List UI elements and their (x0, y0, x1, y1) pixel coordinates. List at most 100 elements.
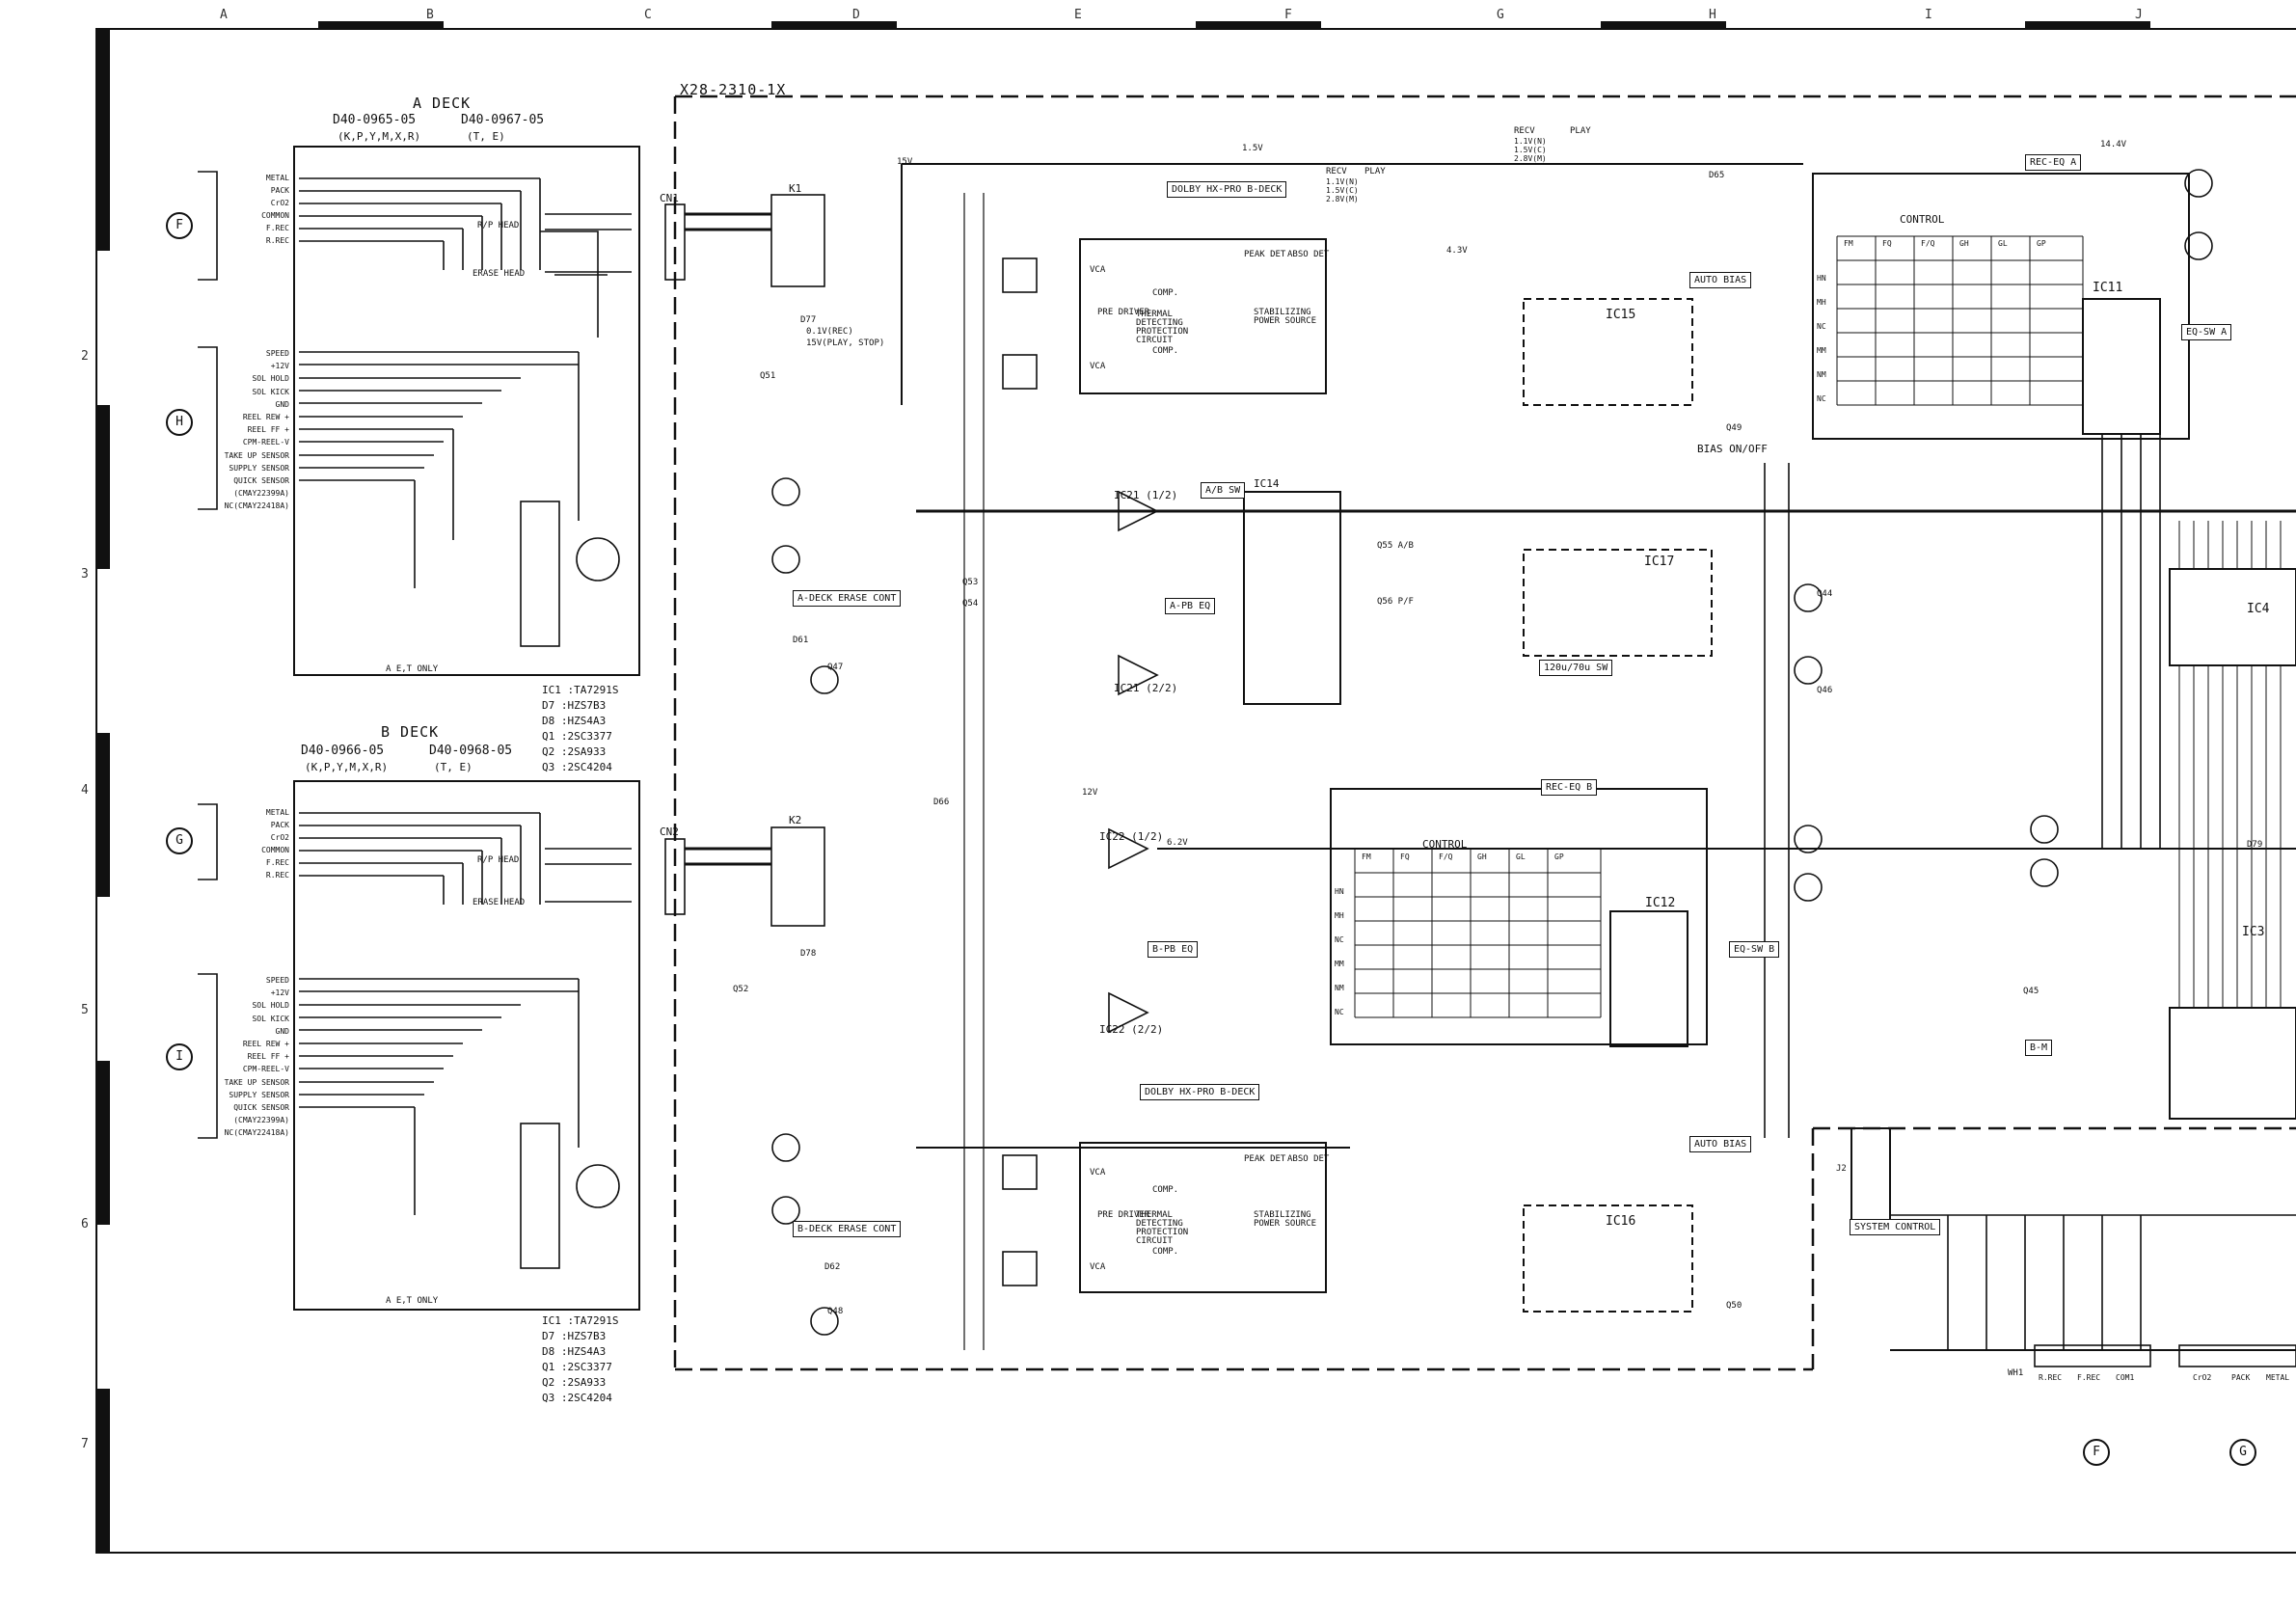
j2-ref: J2 (1836, 1164, 1847, 1174)
ab-sw-label: A/B SW (1201, 482, 1246, 499)
zone-letter: J (2135, 8, 2143, 22)
voltage-1-5v-a: 1.5V (1242, 144, 1263, 153)
q45-ref: Q45 (2023, 987, 2039, 996)
label: CrO2 (270, 833, 289, 842)
pin-label: R.REC (2039, 1373, 2063, 1382)
recv-label-a: RECV (1326, 167, 1347, 176)
d65-ref: D65 (1709, 171, 1725, 180)
label: COMMON (261, 846, 289, 854)
abso-det-a: ABSO DET (1287, 250, 1330, 259)
connector-circle-g-bottom: G (2229, 1439, 2256, 1466)
a-deck-part-2: D40-0967-05 (461, 113, 545, 127)
d78-ref: D78 (800, 949, 817, 959)
peak-det-a: PEAK DET (1244, 250, 1286, 259)
a-deck-left-labels: METAL PACK CrO2 COMMON F.REC R.REC (228, 172, 289, 247)
zone-number: 4 (81, 783, 89, 798)
b-deck-left-labels: METAL PACK CrO2 COMMON F.REC R.REC (228, 806, 289, 881)
label: CPM-REEL-V (242, 438, 289, 447)
q50-ref: Q50 (1726, 1301, 1742, 1311)
recv-value: 1.1V(N) (1326, 177, 1359, 186)
connector-circle-h: H (166, 409, 193, 436)
label: SUPPLY SENSOR (229, 463, 289, 473)
comp-a2: COMP. (1152, 346, 1179, 356)
ic16-ref: IC16 (1606, 1214, 1636, 1229)
pin-label: COM1 (2116, 1373, 2135, 1382)
label: GND (275, 1026, 289, 1036)
bias-onoff-label: BIAS ON/OFF (1697, 443, 1768, 455)
auto-bias-b: AUTO BIAS (1689, 1136, 1752, 1152)
zone-number: 2 (81, 349, 89, 364)
label: SOL HOLD (252, 374, 289, 384)
q55-ref: Q55 A/B (1377, 541, 1414, 551)
voltage-4-3v: 4.3V (1446, 246, 1468, 256)
eq-col: GH (1959, 239, 1969, 248)
q51-ref: Q51 (760, 371, 776, 381)
label: SUPPLY SENSOR (229, 1090, 289, 1099)
ic22-2-ref: IC22 (2/2) (1099, 1023, 1164, 1036)
q46-ref: Q46 (1817, 686, 1833, 695)
label: SPEED (265, 349, 289, 358)
pin-label: METAL (2266, 1373, 2290, 1382)
eq-col: GP (1554, 853, 1564, 861)
eq-sw-b-label: EQ-SW B (1729, 941, 1780, 958)
label: PACK (270, 821, 289, 829)
label: REEL REW + (242, 1040, 289, 1049)
comp-b2: COMP. (1152, 1247, 1179, 1257)
vca-a1: VCA (1090, 265, 1106, 275)
eq-col: GH (1477, 853, 1487, 861)
label: TAKE UP SENSOR (224, 1077, 289, 1087)
q47-ref: Q47 (827, 663, 844, 672)
zone-letter: D (852, 8, 860, 22)
legend-row: IC1 :TA7291S (542, 1314, 619, 1327)
ic7-dolby-label: DOLBY HX-PRO B-DECK (1167, 181, 1287, 198)
label: REEL REW + (242, 413, 289, 422)
q56-ref: Q56 P/F (1377, 597, 1414, 607)
ic17-ref: IC17 (1644, 555, 1675, 569)
stabilizing-b: STABILIZING POWER SOURCE (1254, 1210, 1317, 1229)
label: R.REC (265, 871, 289, 880)
ref-k1: K1 (789, 182, 802, 195)
d66-ref: D66 (933, 798, 950, 807)
vca-b2: VCA (1090, 1262, 1106, 1272)
label: NC(CMAY22418A) (224, 501, 289, 511)
a-rp-head-label: R/P HEAD (477, 221, 520, 230)
voltage-12v: 12V (1082, 788, 1098, 798)
connector-circle-i: I (166, 1043, 193, 1070)
b-deck-footer: A E,T ONLY (386, 1296, 439, 1306)
recv-label-top: RECV (1514, 126, 1535, 136)
recv-values-a: 1.1V(N) 1.5V(C) 2.8V(M) (1326, 177, 1359, 203)
zone-number: 3 (81, 567, 89, 582)
legend-row: Q3 :2SC4204 (542, 761, 612, 773)
pre-driver-b: PRE DRIVER (1097, 1210, 1150, 1220)
legend-row: IC1 :TA7291S (542, 684, 619, 696)
eq-row: NC (1335, 935, 1344, 944)
recv-value: 1.5V(C) (1514, 146, 1547, 154)
legend-row: Q1 :2SC3377 (542, 1361, 612, 1373)
label: SOL KICK (252, 1014, 289, 1023)
zone-letter: H (1709, 8, 1716, 22)
d77-ref: D77 (800, 315, 817, 325)
rec-eq-b-label: REC-EQ B (1541, 779, 1598, 796)
label: CrO2 (270, 199, 289, 207)
connector-circle-f-bottom: F (2083, 1439, 2110, 1466)
q44-ref: Q44 (1817, 589, 1833, 599)
eq-col: GL (1998, 239, 2008, 248)
eq-row: MH (1817, 298, 1826, 307)
b-deck-title: B DECK (381, 723, 440, 741)
a-deck-title: A DECK (413, 95, 472, 112)
voltage-14-4v: 14.4V (2100, 140, 2127, 149)
eq-row: NM (1817, 370, 1826, 379)
b-deck-left-labels-2: SPEED +12V SOL HOLD SOL KICK GND REEL RE… (191, 974, 289, 1140)
label: SPEED (265, 976, 289, 985)
eq-row: NC (1817, 322, 1826, 331)
d62-ref: D62 (824, 1262, 841, 1272)
label: METAL (265, 174, 289, 182)
voltage-rec: 0.1V(REC) (806, 327, 853, 337)
label: COMMON (261, 211, 289, 220)
eq-row: HN (1335, 887, 1344, 896)
ref-cn1: CN1 (660, 192, 679, 204)
b-erase-head-label: ERASE HEAD (473, 898, 526, 907)
pin-label: F.REC (2077, 1373, 2101, 1382)
